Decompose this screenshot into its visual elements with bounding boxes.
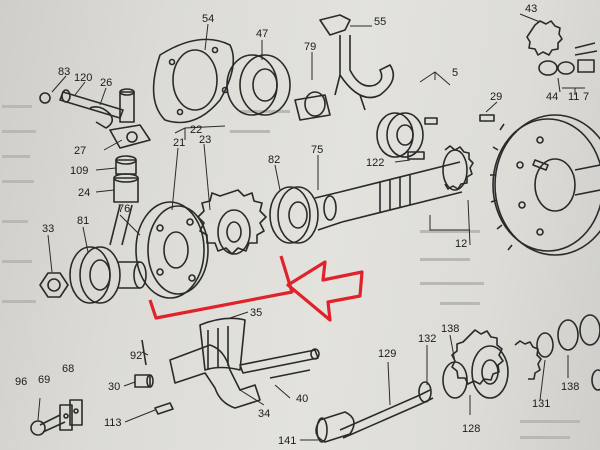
callout-44: 44	[546, 91, 558, 103]
crown-wheel	[490, 114, 600, 256]
callout-43: 43	[525, 3, 537, 15]
callout-26: 26	[100, 77, 112, 89]
red-arrow	[286, 260, 364, 322]
callout-27: 27	[74, 145, 86, 157]
red-bracket-line	[148, 255, 294, 320]
callout-96: 96	[15, 376, 27, 388]
callout-81: 81	[77, 215, 89, 227]
callout-113: 113	[104, 417, 122, 429]
callout-33: 33	[42, 223, 54, 235]
callout-23: 23	[199, 134, 211, 146]
callout-29: 29	[490, 91, 502, 103]
callout-82: 82	[268, 154, 280, 166]
callout-128: 128	[462, 423, 480, 435]
red-annotation	[148, 255, 364, 322]
callout-11: 11	[568, 91, 579, 103]
callout-83: 83	[58, 66, 70, 78]
callout-40: 40	[296, 393, 308, 405]
callout-24: 24	[78, 187, 90, 199]
shaft-12-assembly	[269, 145, 474, 244]
callout-54: 54	[202, 13, 214, 25]
callout-132: 132	[418, 333, 436, 345]
faint-background-text	[2, 105, 580, 439]
callout-109: 109	[70, 165, 88, 177]
callout-122: 122	[366, 157, 384, 169]
callout-75: 75	[311, 144, 323, 156]
callout-22: 22	[190, 124, 202, 136]
diff-parts-43-44	[526, 20, 598, 76]
lever-34-35	[169, 317, 320, 409]
callout-5: 5	[452, 67, 458, 79]
leader-lines	[37, 13, 569, 441]
callout-7: 7	[583, 91, 589, 103]
callout-79: 79	[304, 41, 316, 53]
callout-30: 30	[108, 381, 120, 393]
bearing-5	[376, 112, 495, 160]
small-fasteners	[30, 339, 174, 436]
gear-23	[197, 189, 267, 255]
callout-138-lower: 138	[561, 381, 579, 393]
bearing-81-nut-33	[39, 246, 147, 304]
shift-fork-55	[319, 14, 395, 111]
callout-129: 129	[378, 348, 396, 360]
callout-21: 21	[173, 137, 185, 149]
callout-120: 120	[74, 72, 92, 84]
callout-141: 141	[278, 435, 296, 447]
callout-47: 47	[256, 28, 268, 40]
callout-35: 35	[250, 307, 262, 319]
callout-76: 76	[118, 203, 130, 215]
callout-69: 69	[38, 374, 50, 386]
callout-68: 68	[62, 363, 74, 375]
callout-131: 131	[532, 398, 550, 410]
group-brackets	[174, 71, 585, 246]
callout-55: 55	[374, 16, 386, 28]
bushing-109-24	[109, 155, 139, 246]
callout-92: 92	[130, 350, 142, 362]
gear-cluster-131-138	[418, 314, 600, 403]
callout-34: 34	[258, 408, 270, 420]
rod-assembly-83-26	[39, 88, 151, 149]
callout-138-upper: 138	[441, 323, 459, 335]
shaft-129	[315, 389, 434, 443]
drive-flange-21-22	[135, 201, 209, 299]
callout-labels: 43 54 47 55 83 120 26 79 5 44 11 7 29 27…	[15, 3, 589, 447]
callout-12: 12	[455, 238, 467, 250]
cover-54-47	[152, 38, 331, 124]
